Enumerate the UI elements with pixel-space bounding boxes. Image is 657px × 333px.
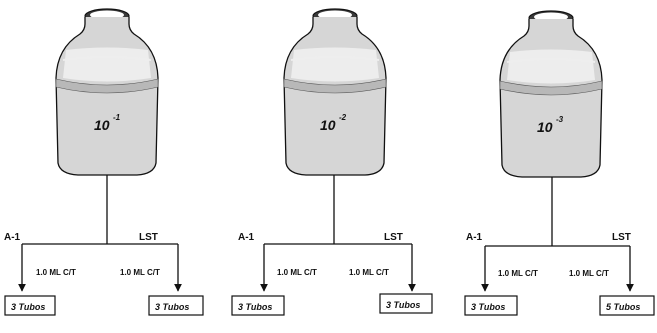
right-tube-label: 3 Tubos [155, 302, 189, 312]
right-volume-label: 1.0 ML C/T [120, 268, 160, 277]
dilution-exponent: -1 [113, 113, 121, 122]
left-branch-label: A-1 [238, 232, 255, 243]
setup-3: 10 -3 A-1 LST 1.0 ML C/T 1.0 ML C/T 3 Tu… [465, 11, 654, 315]
left-volume-label: 1.0 ML C/T [277, 268, 317, 277]
right-tube-label: 5 Tubos [606, 302, 640, 312]
right-volume-label: 1.0 ML C/T [569, 269, 609, 278]
right-tube-label: 3 Tubos [386, 300, 420, 310]
left-tube-label: 3 Tubos [471, 302, 505, 312]
dilution-base: 10 [94, 117, 110, 133]
right-branch-label: LST [139, 232, 158, 243]
left-volume-label: 1.0 ML C/T [498, 269, 538, 278]
jar-2 [284, 9, 386, 175]
left-tube-label: 3 Tubos [11, 302, 45, 312]
jar-3 [500, 11, 602, 177]
left-branch-label: A-1 [466, 232, 483, 243]
right-branch-label: LST [612, 232, 631, 243]
right-volume-label: 1.0 ML C/T [349, 268, 389, 277]
jar-1 [56, 9, 158, 175]
left-branch-label: A-1 [4, 232, 21, 243]
left-volume-label: 1.0 ML C/T [36, 268, 76, 277]
setup-1: 10 -1 A-1 LST 1.0 ML C/T 1.0 ML C/T 3 Tu… [4, 9, 203, 315]
setup-2: 10 -2 A-1 LST 1.0 ML C/T 1.0 ML C/T 3 Tu… [232, 9, 432, 315]
dilution-exponent: -3 [556, 115, 564, 124]
dilution-exponent: -2 [339, 113, 347, 122]
dilution-base: 10 [537, 119, 553, 135]
dilution-base: 10 [320, 117, 336, 133]
left-tube-label: 3 Tubos [238, 302, 272, 312]
right-branch-label: LST [384, 232, 403, 243]
